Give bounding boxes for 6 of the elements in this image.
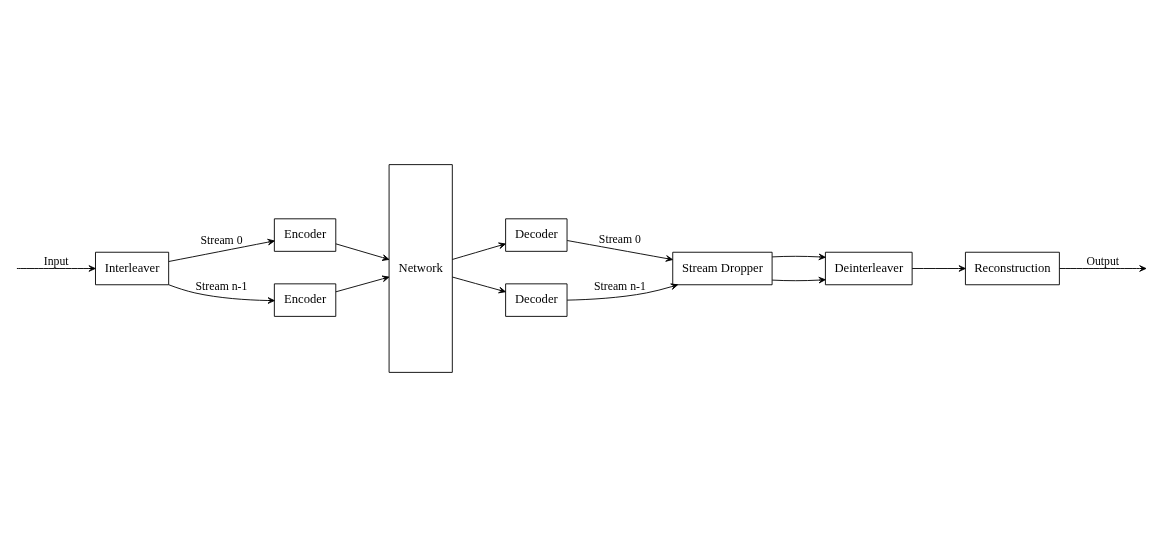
edge-label: Stream 0: [200, 233, 243, 247]
edge-label: Stream 0: [598, 232, 641, 246]
edge-label: Input: [43, 254, 69, 268]
edge-label: Output: [1086, 254, 1120, 268]
edge-label: Stream n-1: [195, 279, 248, 293]
edge-label: Stream n-1: [593, 279, 646, 293]
